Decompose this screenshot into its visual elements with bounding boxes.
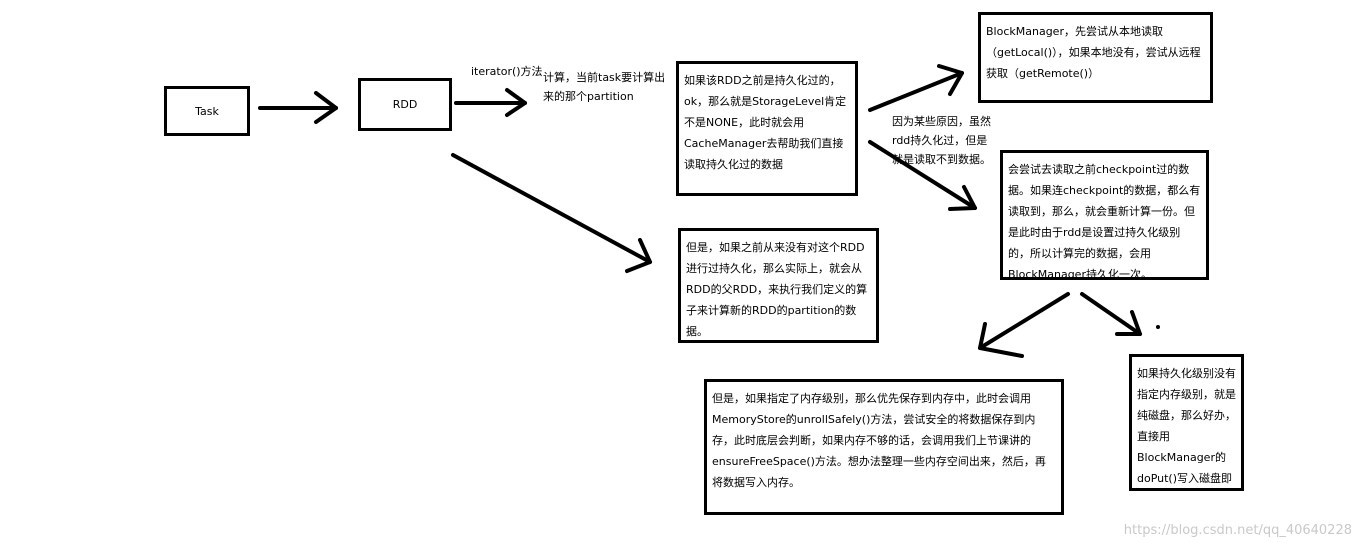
arrow-persisted-to-checkpoint	[868, 140, 977, 211]
compute-label: 计算，当前task要计算出来的那个partition	[543, 71, 666, 103]
arrow-rdd-to-not-persisted	[451, 153, 652, 273]
arrow-checkpoint-to-disk	[1080, 292, 1142, 336]
iterator-label: iterator()方法	[471, 65, 543, 78]
stray-dot	[1156, 325, 1160, 329]
disk-level-node: 如果持久化级别没有指定内存级别，就是纯磁盘，那么好办，直接用BlockManag…	[1129, 354, 1244, 491]
arrow-rdd-to-compute	[454, 88, 527, 117]
block-manager-node: BlockManager，先尝试从本地读取（getLocal()），如果本地没有…	[978, 12, 1213, 103]
task-node-label: Task	[195, 104, 219, 118]
rdd-node: RDD	[358, 78, 452, 131]
watermark: https://blog.csdn.net/qq_40640228	[1123, 523, 1352, 538]
rdd-node-label: RDD	[392, 98, 418, 111]
arrow-task-to-rdd	[258, 91, 338, 124]
persisted-node: 如果该RDD之前是持久化过的，ok，那么就是StorageLevel肯定不是NO…	[676, 61, 858, 196]
task-node: Task	[164, 86, 250, 136]
arrow-persisted-to-block-manager	[868, 64, 964, 112]
memory-level-node: 但是，如果指定了内存级别，那么优先保存到内存中，此时会调用MemoryStore…	[704, 379, 1064, 515]
not-persisted-node: 但是，如果之前从来没有对这个RDD进行过持久化，那么实际上，就会从RDD的父RD…	[678, 228, 879, 343]
reason-label: 因为某些原因，虽然rdd持久化过，但是就是读取不到数据。	[892, 115, 991, 166]
arrow-checkpoint-to-memory	[978, 292, 1070, 358]
checkpoint-node: 会尝试去读取之前checkpoint过的数据。如果连checkpoint的数据，…	[1000, 150, 1209, 280]
